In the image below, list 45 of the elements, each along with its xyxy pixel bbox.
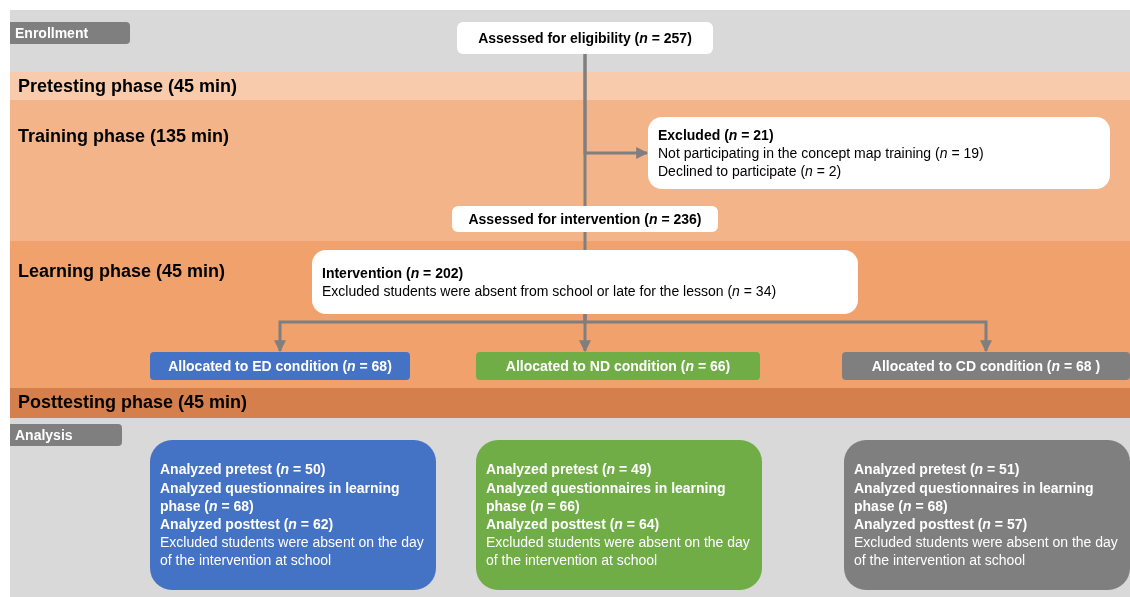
allocation-box	[476, 352, 760, 380]
phase-tab: Analysis	[10, 424, 122, 446]
box-heading: Analyzed posttest (n = 57)	[854, 515, 1029, 534]
allocation-box	[150, 352, 410, 380]
phase-band	[10, 10, 1130, 72]
analysis-box	[844, 440, 1130, 590]
analysis-box	[476, 440, 762, 590]
allocation-box	[842, 352, 1130, 380]
phase-tab: Enrollment	[10, 22, 130, 44]
connector-line	[583, 232, 587, 250]
box-heading: Analyzed questionnaires in learning phase (n = 68)	[854, 478, 1095, 515]
box-heading: Allocated to CD condition (n = 68 )	[871, 356, 1101, 376]
phase-band	[10, 418, 1130, 597]
phase-label: Learning phase (45 min)	[18, 261, 226, 282]
box-heading: Assessed for eligibility (n = 257)	[478, 28, 692, 48]
box-text: Excluded students were absent on the day of the intervention at school	[854, 533, 1119, 570]
box-text: Excluded students were absent on the day of the intervention at school	[160, 533, 425, 570]
process-box	[312, 250, 858, 314]
arrow	[583, 314, 992, 353]
exclusion-box	[648, 117, 1110, 189]
phase-label: Pretesting phase (45 min)	[18, 76, 238, 97]
process-box	[457, 22, 713, 54]
box-heading: Excluded (n = 21)	[658, 125, 775, 144]
box-heading: Intervention (n = 202)	[322, 263, 465, 282]
box-heading: Analyzed posttest (n = 62)	[160, 515, 335, 534]
box-text: Excluded students were absent from school or late for the lesson (n = 34)	[322, 282, 778, 301]
box-heading: Allocated to ND condition (n = 66)	[505, 356, 731, 376]
box-heading: Analyzed pretest (n = 49)	[486, 460, 653, 479]
box-text: Declined to participate (n = 2)	[658, 162, 843, 181]
phase-band	[10, 241, 1130, 388]
analysis-box	[150, 440, 436, 590]
box-text: Not participating in the concept map training (n = 19)	[658, 143, 985, 163]
phase-label: Posttesting phase (45 min)	[18, 392, 248, 413]
box-heading: Allocated to ED condition (n = 68)	[168, 356, 392, 376]
box-text: Excluded students were absent on the day of the intervention at school	[486, 533, 751, 570]
box-heading: Analyzed questionnaires in learning phase (n = 68)	[160, 478, 401, 515]
phase-band	[10, 100, 1130, 241]
box-heading: Analyzed posttest (n = 64)	[486, 515, 661, 534]
box-heading: Analyzed pretest (n = 51)	[854, 460, 1021, 479]
connector-line	[583, 54, 587, 206]
box-heading: Analyzed questionnaires in learning phase (n = 66)	[486, 478, 727, 515]
process-box	[452, 206, 718, 232]
box-heading: Assessed for intervention (n = 236)	[468, 209, 702, 229]
phase-label: Training phase (135 min)	[18, 126, 230, 147]
box-heading: Analyzed pretest (n = 50)	[160, 460, 327, 479]
